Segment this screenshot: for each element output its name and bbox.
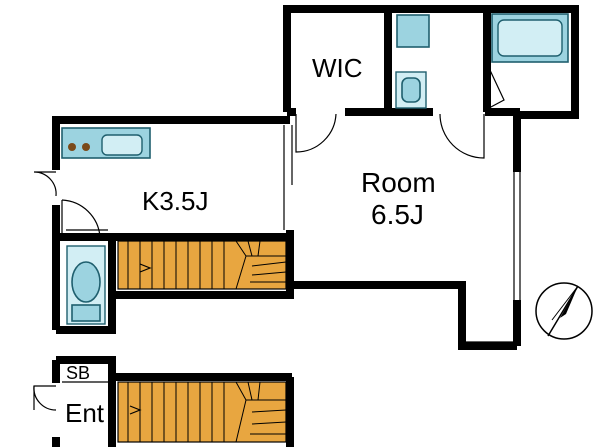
upper-staircase: [117, 240, 287, 290]
room-name-label: Room: [361, 167, 436, 198]
lower-staircase: [117, 381, 287, 443]
door-swings: [33, 67, 505, 238]
entrance-label: Ent: [65, 398, 105, 428]
burner-icon: [82, 143, 90, 151]
entrance-door: [33, 385, 57, 411]
shoe-box-label: SB: [66, 363, 90, 383]
wash-basin: [395, 14, 430, 109]
bathtub: [491, 13, 569, 63]
kitchen-counter: [61, 127, 151, 159]
interior-lines: [66, 125, 521, 343]
kitchen-label: K3.5J: [142, 186, 209, 216]
room-size-label: 6.5J: [371, 199, 424, 230]
burner-icon: [68, 143, 76, 151]
lower-floor-walls: [52, 356, 294, 447]
wic-label: WIC: [312, 53, 363, 83]
upper-floor-walls: [52, 5, 579, 350]
toilet: [66, 245, 106, 325]
north-arrow-icon: [535, 282, 593, 340]
